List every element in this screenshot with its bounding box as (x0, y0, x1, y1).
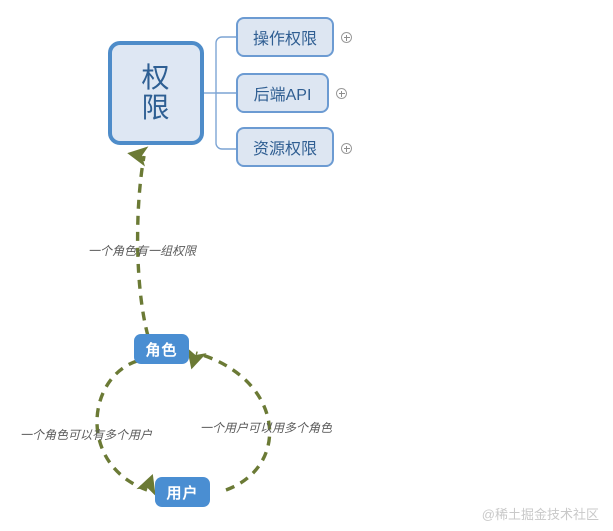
node-resource-permission-label: 资源权限 (252, 141, 317, 158)
node-backend-api[interactable]: 后端API (236, 73, 329, 113)
node-permission[interactable]: 权限 (108, 41, 204, 145)
node-role[interactable]: 角色 (134, 334, 189, 364)
edge-role-to-user (95, 359, 156, 497)
edge-caption-role-has-users: 一个角色可以有多个用户 (20, 428, 153, 442)
node-operation-permission[interactable]: 操作权限 (236, 17, 334, 57)
tree-connector (204, 36, 236, 150)
node-permission-label: 权限 (141, 61, 171, 123)
edge-role-to-permission (127, 146, 150, 337)
node-user[interactable]: 用户 (155, 477, 210, 507)
plus-circle-icon[interactable] (336, 88, 347, 99)
plus-circle-icon[interactable] (341, 143, 352, 154)
node-role-label: 角色 (145, 341, 178, 359)
node-resource-permission[interactable]: 资源权限 (236, 127, 334, 167)
edge-caption-user-has-roles: 一个用户可以用多个角色 (200, 421, 333, 435)
edge-caption-role-has-permissions: 一个角色有一组权限 (88, 244, 197, 258)
plus-circle-icon[interactable] (341, 32, 352, 43)
watermark: @稀土掘金技术社区 (481, 507, 599, 522)
node-user-label: 用户 (166, 484, 199, 502)
edge-user-to-role (186, 347, 272, 492)
node-operation-permission-label: 操作权限 (252, 31, 317, 48)
node-backend-api-label: 后端API (253, 87, 312, 104)
